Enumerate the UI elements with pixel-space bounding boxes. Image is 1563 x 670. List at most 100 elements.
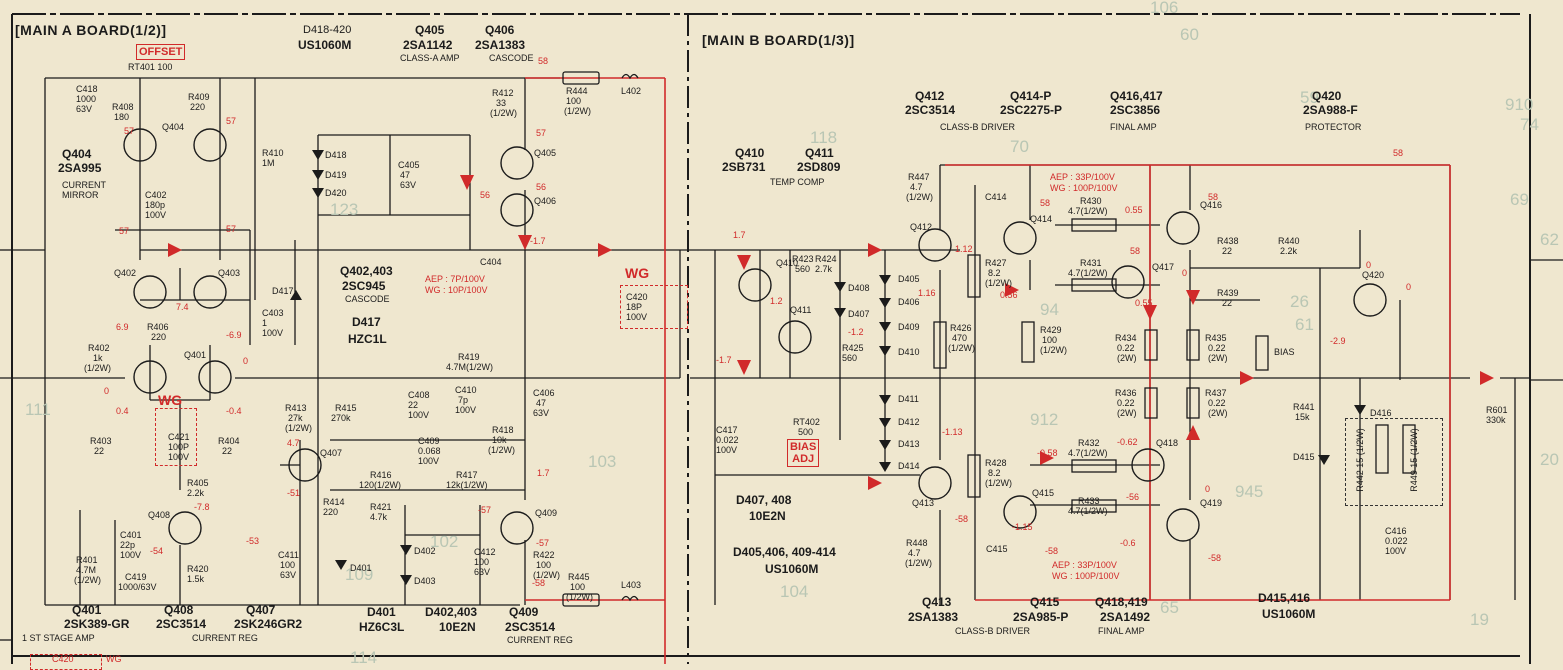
label-r412: R412 bbox=[492, 88, 514, 98]
label-r444-w: (1/2W) bbox=[564, 106, 591, 116]
label-q410-part: 2SB731 bbox=[722, 160, 766, 174]
label-l402: L402 bbox=[621, 86, 642, 96]
label-r413-w: (1/2W) bbox=[285, 423, 312, 433]
voltage-neg57-b: -57 bbox=[536, 538, 550, 548]
label-c402-v1: 180p bbox=[145, 200, 166, 210]
label-d418-420: D418-420 bbox=[303, 24, 352, 36]
label-r426-v2: (1/2W) bbox=[948, 343, 975, 353]
wg-label-c421: WG bbox=[158, 392, 183, 408]
label-r427-v1: 8.2 bbox=[988, 268, 1001, 278]
voltage-0-f: 0 bbox=[1205, 484, 1211, 494]
bias-adj-line-2: ADJ bbox=[792, 453, 815, 465]
label-r401-v: 4.7M bbox=[76, 565, 97, 575]
label-r403-v: 22 bbox=[94, 446, 105, 456]
label-r417: R417 bbox=[456, 470, 478, 480]
voltage-neg1-2: -1.2 bbox=[848, 327, 864, 337]
voltage-0-55-b: 0.55 bbox=[1135, 298, 1153, 308]
voltage-neg0-4: -0.4 bbox=[226, 406, 242, 416]
label-c402-v2: 100V bbox=[145, 210, 167, 220]
label-r448-v1: 4.7 bbox=[908, 548, 921, 558]
label-r415: R415 bbox=[335, 403, 357, 413]
label-q404-sym: Q404 bbox=[162, 122, 185, 132]
label-r421: R421 bbox=[370, 502, 392, 512]
label-d418: D418 bbox=[325, 150, 347, 160]
background-ghost-118: 118 bbox=[810, 128, 838, 147]
label-r441: R441 bbox=[1293, 402, 1315, 412]
voltage-neg53: -53 bbox=[246, 536, 260, 546]
label-d419: D419 bbox=[325, 170, 347, 180]
background-ghost-104: 104 bbox=[780, 582, 809, 601]
label-d408: D408 bbox=[848, 283, 870, 293]
label-r422-v: 100 bbox=[536, 560, 552, 570]
label-hzc1l: HZC1L bbox=[348, 332, 387, 346]
label-c420-v2: 100V bbox=[626, 312, 648, 322]
bottom-d415-416-part: US1060M bbox=[1262, 607, 1316, 621]
label-c408: C408 bbox=[408, 390, 430, 400]
voltage-neg56: -56 bbox=[1126, 492, 1140, 502]
label-rt402-v: 500 bbox=[798, 427, 814, 437]
label-d414: D414 bbox=[898, 461, 920, 471]
label-r448-v2: (1/2W) bbox=[905, 558, 932, 568]
label-q411-part: 2SD809 bbox=[797, 160, 841, 174]
label-c409-v1: 0.068 bbox=[418, 446, 441, 456]
label-c418-v1: 1000 bbox=[76, 94, 97, 104]
label-c408-v1: 22 bbox=[408, 400, 419, 410]
label-r420-v: 1.5k bbox=[187, 574, 205, 584]
bottom-d405-414: D405,406, 409-414 bbox=[733, 545, 836, 559]
label-r444: R444 bbox=[566, 86, 588, 96]
label-c405-v1: 47 bbox=[400, 170, 411, 180]
label-c410: C410 bbox=[455, 385, 477, 395]
voltage-58-d: 58 bbox=[1208, 192, 1219, 202]
label-c418: C418 bbox=[76, 84, 98, 94]
label-r447-v1: 4.7 bbox=[910, 182, 923, 192]
voltage-0-55-a: 0.55 bbox=[1125, 205, 1143, 215]
label-c419: C419 bbox=[125, 572, 147, 582]
label-c401-v2: 100V bbox=[120, 550, 142, 560]
label-r429: R429 bbox=[1040, 325, 1062, 335]
label-r437-v2: (2W) bbox=[1208, 408, 1228, 418]
label-r425: R425 bbox=[842, 343, 864, 353]
background-ghost-59: 59 bbox=[1300, 88, 1319, 107]
bottom-q401-part: 2SK389-GR bbox=[64, 617, 130, 631]
label-q406-sym: Q406 bbox=[534, 196, 557, 206]
label-r428: R428 bbox=[985, 458, 1007, 468]
board-title-main-b: [MAIN B BOARD(1/3)] bbox=[702, 32, 855, 48]
label-c406-v2: 63V bbox=[533, 408, 550, 418]
label-r408-v: 180 bbox=[114, 112, 130, 122]
label-d412: D412 bbox=[898, 417, 920, 427]
bias-adj-line-1: BIAS bbox=[790, 441, 817, 453]
label-c408-v2: 100V bbox=[408, 410, 430, 420]
label-c418-v2: 63V bbox=[76, 104, 93, 114]
label-r412-v: 33 bbox=[496, 98, 507, 108]
label-r437: R437 bbox=[1205, 388, 1227, 398]
bottom-q413-part: 2SA1383 bbox=[908, 610, 959, 624]
label-r436-v2: (2W) bbox=[1117, 408, 1137, 418]
label-r434-v1: 0.22 bbox=[1117, 343, 1135, 353]
label-q411: Q411 bbox=[805, 146, 834, 160]
bottom-d415-416: D415,416 bbox=[1258, 591, 1311, 605]
label-c401: C401 bbox=[120, 530, 142, 540]
label-r418: R418 bbox=[492, 425, 514, 435]
label-aep-1: AEP : 7P/100V bbox=[425, 274, 485, 284]
voltage-58-e: 58 bbox=[1130, 246, 1141, 256]
c421-wg-box bbox=[155, 408, 197, 466]
voltage-neg1-7: -1.7 bbox=[716, 355, 732, 365]
background-ghost-70: 70 bbox=[1010, 137, 1029, 156]
label-cascode: CASCODE bbox=[345, 294, 390, 304]
label-q409-sym: Q409 bbox=[535, 508, 558, 518]
background-ghost-94: 94 bbox=[1040, 300, 1059, 319]
voltage-neg0-58: -0.58 bbox=[1037, 448, 1058, 458]
label-c417-v2: 100V bbox=[716, 445, 738, 455]
label-d401-sym: D401 bbox=[350, 563, 372, 573]
label-r426: R426 bbox=[950, 323, 972, 333]
label-c411: C411 bbox=[278, 550, 299, 560]
label-q406-role: CASCODE bbox=[489, 53, 534, 63]
label-q402-403-part: 2SC945 bbox=[342, 279, 386, 293]
bottom-q415: Q415 bbox=[1030, 595, 1060, 609]
bottom-q401: Q401 bbox=[72, 603, 102, 617]
voltage-neg0-6: -0.6 bbox=[1120, 538, 1136, 548]
label-r414-v: 220 bbox=[323, 507, 339, 517]
label-c410-v1: 7p bbox=[458, 395, 469, 405]
label-q404-big: Q404 bbox=[62, 147, 92, 161]
label-class-b-driver: CLASS-B DRIVER bbox=[940, 122, 1016, 132]
